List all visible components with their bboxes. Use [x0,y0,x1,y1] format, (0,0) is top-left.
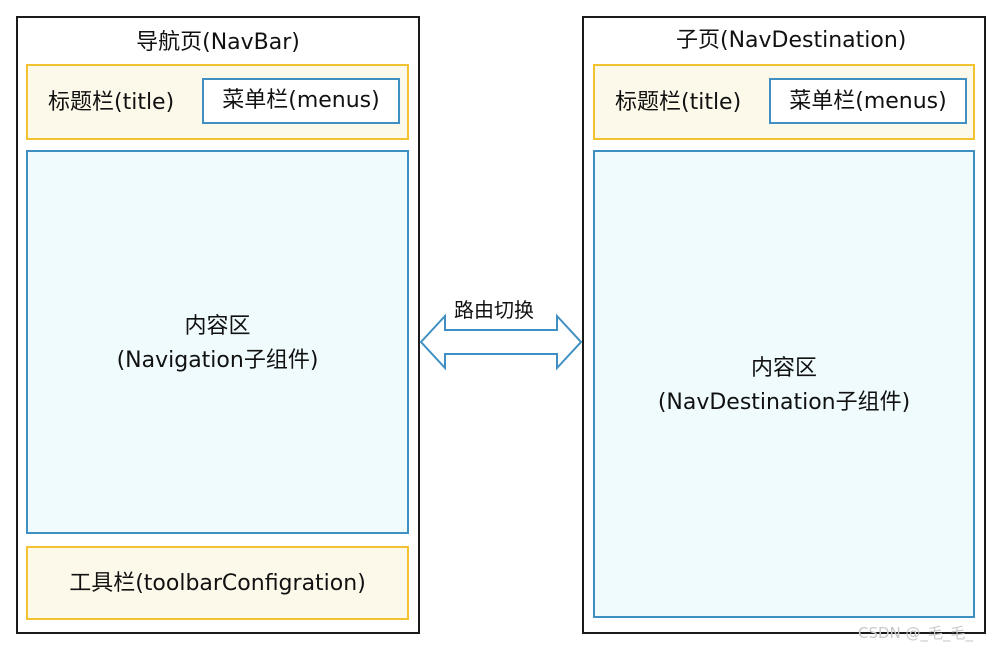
navbar-menu-label: 菜单栏(menus) [222,88,380,113]
double-arrow-icon [419,313,583,371]
navbar-content-area [26,150,409,534]
navdestination-content-area [593,150,975,618]
navdestination-title-label: 标题栏(title) [615,90,742,115]
navdestination-content-line1: 内容区 [750,356,817,381]
navbar-toolbar [26,546,409,620]
navbar-toolbar-label: 工具栏(toolbarConfigration) [69,571,366,596]
navdestination-content-line2: (NavDestination子组件) [657,390,911,415]
csdn-watermark: CSDN @_毛_毛_ [858,624,974,642]
navdestination-page-heading: 子页(NavDestination) [676,28,907,53]
navdestination-menu-label: 菜单栏(menus) [789,89,947,114]
navdestination-content-text: 内容区 (NavDestination子组件) [593,352,975,420]
navbar-title-label: 标题栏(title) [48,90,175,115]
navbar-menu-box [202,78,400,124]
navbar-page-heading: 导航页(NavBar) [136,30,300,55]
navbar-content-text: 内容区 (Navigation子组件) [26,310,409,378]
navbar-content-line1: 内容区 [184,314,251,339]
route-switch-label: 路由切换 [454,298,534,322]
navbar-content-line2: (Navigation子组件) [116,348,319,373]
navdestination-menu-box [769,78,967,124]
